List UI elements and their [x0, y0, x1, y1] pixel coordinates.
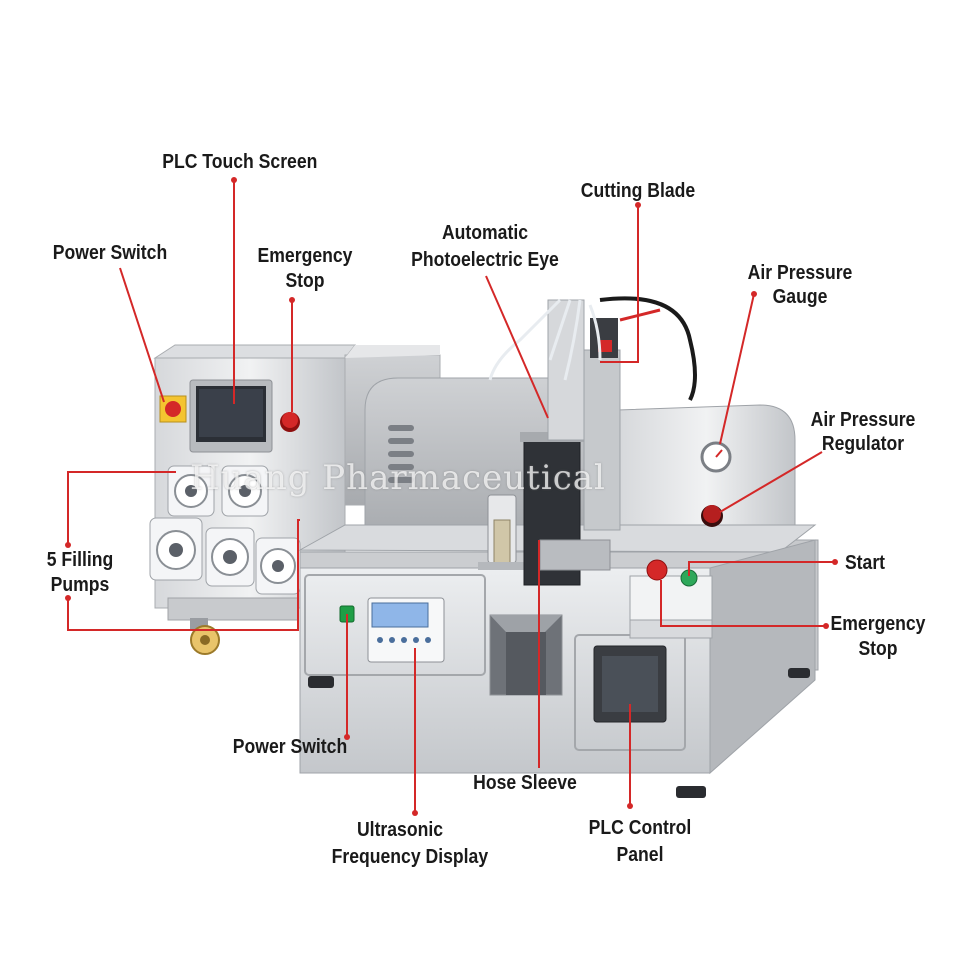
- callout-lines: [67, 180, 835, 813]
- label-air-regulator-2: Regulator: [821, 433, 905, 455]
- watermark: Huang Pharmaceutical: [190, 458, 606, 498]
- label-hose-sleeve: Hose Sleeve: [473, 772, 577, 794]
- label-air-regulator-1: Air Pressure: [810, 409, 916, 431]
- callout-pumps-top: [67, 471, 176, 545]
- air-hose: [599, 296, 697, 401]
- machine-feet: [308, 668, 810, 798]
- label-cutting-blade: Cutting Blade: [580, 180, 696, 202]
- air-pressure-regulator: [701, 505, 723, 527]
- label-power-switch-bottom: Power Switch: [232, 736, 348, 758]
- label-ultrasonic-2: Frequency Display: [331, 846, 489, 868]
- label-filling-pumps-1: 5 Filling: [46, 549, 114, 571]
- label-air-gauge-1: Air Pressure: [747, 262, 853, 284]
- callout-cutting-blade: [600, 205, 639, 363]
- callout-photo-eye: [485, 275, 549, 419]
- plc-control-panel: [593, 645, 667, 723]
- callout-air-regulator: [719, 451, 823, 513]
- label-filling-pumps-2: Pumps: [50, 574, 110, 596]
- pump-4: [205, 527, 255, 587]
- label-ultrasonic-1: Ultrasonic: [356, 819, 444, 841]
- label-emergency-stop-right-2: Stop: [858, 638, 898, 660]
- label-air-gauge-2: Gauge: [772, 286, 828, 308]
- label-emergency-stop-right-1: Emergency: [830, 613, 926, 635]
- callout-air-gauge: [719, 293, 755, 445]
- label-plc-panel-1: PLC Control: [588, 817, 692, 839]
- ultrasonic-display: [367, 597, 445, 663]
- label-emergency-stop-top-1: Emergency: [257, 245, 353, 267]
- label-emergency-stop-top-2: Stop: [285, 270, 325, 292]
- callout-pumps-bottom: [67, 519, 300, 631]
- label-start: Start: [844, 552, 886, 574]
- air-pressure-gauge: [700, 441, 732, 473]
- tubing: [488, 298, 602, 381]
- caster-wheel: [190, 618, 220, 655]
- hose-sleeve-window: [489, 614, 563, 696]
- control-button-box: [629, 559, 713, 639]
- pump-3: [149, 517, 203, 581]
- label-power-switch-top: Power Switch: [52, 242, 168, 264]
- label-plc-panel-2: Panel: [616, 844, 664, 866]
- pump-2: [221, 465, 269, 517]
- callout-start: [688, 561, 835, 576]
- label-photo-eye-1: Automatic: [441, 222, 529, 244]
- filling-pumps: [149, 465, 301, 595]
- label-photo-eye-2: Photoelectric Eye: [411, 249, 559, 271]
- pump-1: [167, 465, 215, 517]
- label-plc-touch-screen: PLC Touch Screen: [162, 151, 318, 173]
- callout-power-switch-top: [119, 267, 165, 403]
- callout-dots: [65, 177, 838, 816]
- callout-emergency-stop-right: [660, 580, 826, 627]
- emergency-stop-top: [280, 412, 300, 432]
- air-hose-red: [619, 308, 661, 322]
- pump-5: [255, 537, 301, 595]
- plc-touch-screen: [189, 379, 273, 453]
